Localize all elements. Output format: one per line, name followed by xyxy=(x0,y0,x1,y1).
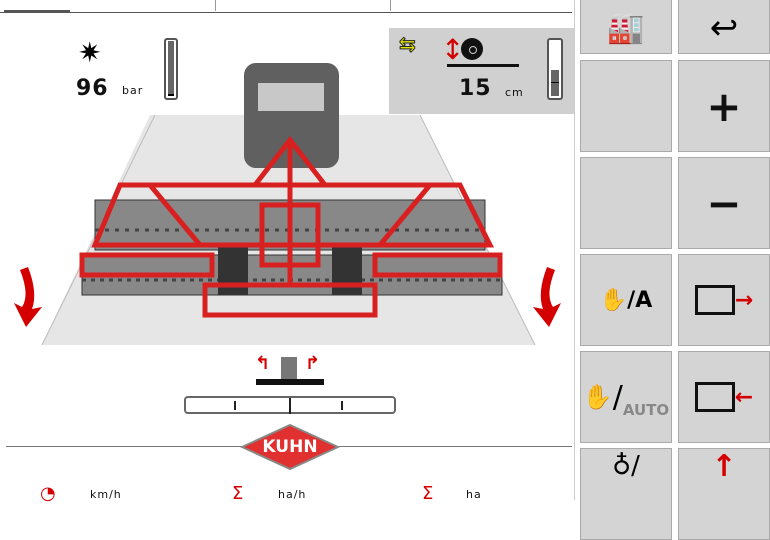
gauge-icon: ♁/ xyxy=(612,451,640,481)
area-icon: Σ xyxy=(422,483,434,504)
swap-arrows-icon: ⇆ xyxy=(399,32,417,57)
return-arrow-icon: ↩ xyxy=(709,8,739,48)
factory-button[interactable]: 🏭 xyxy=(580,0,672,54)
box-arrow-left-icon xyxy=(694,382,735,412)
roller-icon xyxy=(461,38,483,60)
move-left-button[interactable]: ← xyxy=(678,351,770,443)
area-unit: ha xyxy=(466,488,482,501)
pressure-icon: ✷ xyxy=(78,36,102,69)
ground-line xyxy=(447,64,519,67)
hand-icon: ✋ xyxy=(582,383,613,411)
tab-divider xyxy=(215,0,216,11)
back-button[interactable]: ↩ xyxy=(678,0,770,54)
minus-button[interactable]: − xyxy=(678,157,770,249)
pressure-value: 96 xyxy=(76,76,109,101)
top-tab-strip xyxy=(0,0,572,13)
box-arrow-right-icon xyxy=(694,285,735,315)
depth-gauge xyxy=(547,38,563,100)
machine-illustration xyxy=(14,63,561,345)
depth-panel[interactable]: ⇆ ↕ 15 cm xyxy=(389,28,574,114)
depth-value: 15 xyxy=(459,76,492,101)
up-arrow-icon: ↑ xyxy=(711,449,737,484)
pressure-unit: bar xyxy=(122,84,144,97)
depth-unit: cm xyxy=(505,86,524,99)
speed-unit: km/h xyxy=(90,488,122,501)
position-slider[interactable] xyxy=(184,396,396,414)
depth-arrow-icon: ↕ xyxy=(441,33,465,66)
empty-button[interactable] xyxy=(580,60,672,152)
empty-button[interactable] xyxy=(580,157,672,249)
factory-icon: 🏭 xyxy=(607,10,645,46)
kuhn-logo: KUHN xyxy=(240,424,340,470)
manual-auto-button[interactable]: ✋/AUTO xyxy=(580,351,672,443)
plus-button[interactable]: + xyxy=(678,60,770,152)
manual-auto-fold-icon: ✋/A xyxy=(599,287,653,313)
speed-icon: ◔ xyxy=(40,483,56,504)
fold-icon: ↰ ↱ xyxy=(255,353,325,389)
pressure-mode-button[interactable]: ♁/ xyxy=(580,448,672,540)
raise-button[interactable]: ↑ xyxy=(678,448,770,540)
fold-mode-button[interactable]: ✋/A xyxy=(580,254,672,346)
scroll-edge xyxy=(574,0,575,500)
move-right-button[interactable]: → xyxy=(678,254,770,346)
tab-divider xyxy=(390,0,391,11)
tab-active[interactable] xyxy=(4,10,70,13)
rate-unit: ha/h xyxy=(278,488,307,501)
rate-icon: Σ xyxy=(232,483,244,504)
pressure-gauge xyxy=(164,38,178,100)
